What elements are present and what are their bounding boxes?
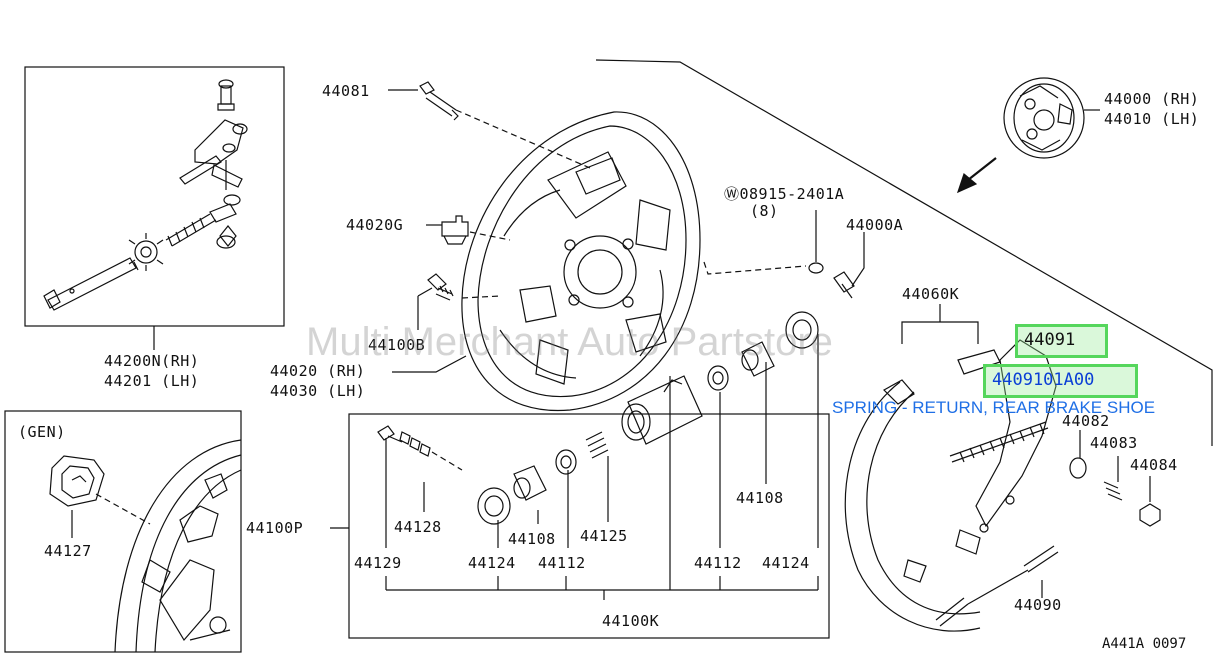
label-44100p[interactable]: 44100P — [246, 519, 303, 537]
brake-shoe-drawing — [844, 339, 1057, 632]
label-44084[interactable]: 44084 — [1130, 456, 1178, 474]
label-44201-lh[interactable]: 44201 (LH) — [104, 372, 199, 390]
spring-44083-drawing — [1103, 481, 1123, 501]
lower-spring-drawing — [935, 545, 1059, 627]
label-44125[interactable]: 44125 — [580, 527, 628, 545]
adjuster-inset-frame — [24, 66, 285, 327]
label-44060k[interactable]: 44060K — [902, 285, 959, 303]
label-44200n-rh[interactable]: 44200N(RH) — [104, 352, 199, 370]
return-spring-drawing — [949, 421, 1049, 463]
highlight-part-number[interactable]: 4409101A00 — [983, 364, 1138, 398]
label-44020g[interactable]: 44020G — [346, 216, 403, 234]
label-44090[interactable]: 44090 — [1014, 596, 1062, 614]
label-44020-rh[interactable]: 44020 (RH) — [270, 362, 365, 380]
gen-backing-plate-drawing — [114, 439, 242, 653]
label-44112-left[interactable]: 44112 — [538, 554, 586, 572]
bolt-44000a-drawing — [808, 262, 855, 299]
grommet-44127-drawing — [49, 455, 105, 507]
label-44010-lh[interactable]: 44010 (LH) — [1104, 110, 1199, 128]
label-44000a[interactable]: 44000A — [846, 216, 903, 234]
diagram-code: A441A 0097 — [1102, 636, 1187, 652]
backing-plate-drawing — [461, 111, 701, 412]
label-44108-left[interactable]: 44108 — [508, 530, 556, 548]
label-44030-lh[interactable]: 44030 (LH) — [270, 382, 365, 400]
label-44112-right[interactable]: 44112 — [694, 554, 742, 572]
label-08915-qty: (8) — [750, 202, 779, 220]
bolt-44081-drawing — [419, 81, 459, 121]
highlight-part-ref: 44091 — [1024, 330, 1076, 350]
wheel-cylinder-box — [348, 413, 830, 639]
label-44124-right[interactable]: 44124 — [762, 554, 810, 572]
wheel-cylinder-parts-drawing — [377, 311, 819, 525]
label-44100b[interactable]: 44100B — [368, 336, 425, 354]
label-44083[interactable]: 44083 — [1090, 434, 1138, 452]
assembly-overview-drawing — [1003, 77, 1085, 159]
label-44124-left[interactable]: 44124 — [468, 554, 516, 572]
nut-44084-drawing — [1139, 503, 1161, 527]
label-44128[interactable]: 44128 — [394, 518, 442, 536]
label-44000-rh[interactable]: 44000 (RH) — [1104, 90, 1199, 108]
washer-44082-drawing — [1069, 457, 1087, 479]
label-44108-right[interactable]: 44108 — [736, 489, 784, 507]
part-description[interactable]: SPRING - RETURN, REAR BRAKE SHOE — [832, 398, 1156, 417]
label-44081[interactable]: 44081 — [322, 82, 370, 100]
plug-44020g-drawing — [441, 215, 469, 245]
adjuster-assembly-drawing — [43, 79, 248, 311]
label-44127[interactable]: 44127 — [44, 542, 92, 560]
gen-inset-frame — [4, 410, 242, 653]
highlight-44091[interactable]: 44091 — [1015, 324, 1108, 358]
label-44100k[interactable]: 44100K — [602, 612, 659, 630]
label-44129[interactable]: 44129 — [354, 554, 402, 572]
label-44082[interactable]: 44082 — [1062, 412, 1110, 430]
highlight-part-number-text: 4409101A00 — [992, 370, 1095, 390]
label-gen: (GEN) — [18, 423, 66, 441]
label-08915-2401a[interactable]: Ⓦ08915-2401A — [724, 185, 844, 203]
bolt-44100b-drawing — [427, 273, 454, 301]
